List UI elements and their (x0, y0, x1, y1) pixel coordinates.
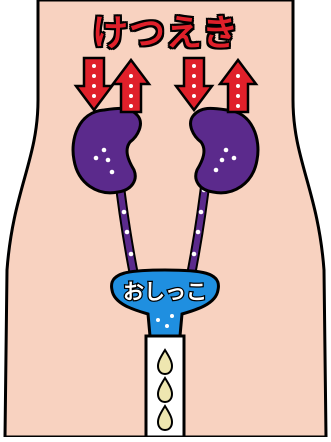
bladder-label: おしっこ (123, 280, 207, 304)
diagram-title: けつえき (0, 4, 331, 56)
urine-drops (158, 350, 172, 430)
